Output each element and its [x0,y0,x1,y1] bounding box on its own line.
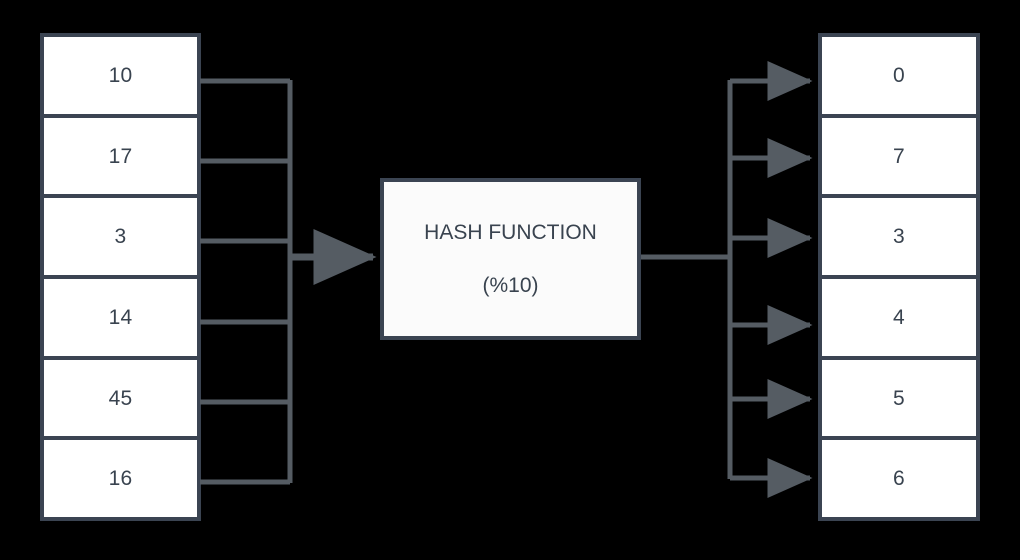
input-key-column: 10 17 3 14 45 16 [40,33,201,522]
input-cell-value: 16 [108,467,133,491]
input-cell-value: 17 [108,144,133,168]
input-cell-value: 14 [108,305,133,329]
input-cell[interactable]: 10 [40,33,201,114]
input-cell-value: 45 [108,386,133,410]
output-bucket-column: 0 7 3 4 5 6 [818,33,980,522]
output-cell[interactable]: 7 [818,113,980,195]
hash-function-formula: (%10) [482,274,539,297]
output-arrows [730,61,813,498]
input-cell[interactable]: 14 [40,275,201,356]
input-cell[interactable]: 45 [40,355,201,437]
output-cell[interactable]: 5 [818,355,980,437]
output-cell-value: 5 [893,386,905,410]
input-cell[interactable]: 3 [40,194,201,276]
output-cell[interactable]: 6 [818,436,980,522]
output-cell[interactable]: 4 [818,275,980,356]
output-cell[interactable]: 3 [818,194,980,276]
output-cell-value: 7 [893,144,905,168]
input-cell-value: 3 [114,225,127,249]
input-cell-value: 10 [108,63,133,87]
output-cell[interactable]: 0 [818,33,980,114]
output-cell-value: 6 [893,467,905,491]
hash-function-title: HASH FUNCTION [424,221,597,244]
input-cell[interactable]: 17 [40,113,201,195]
output-cell-value: 0 [893,63,905,87]
output-cell-value: 4 [893,305,905,329]
output-cell-value: 3 [893,225,905,249]
input-cell[interactable]: 16 [40,436,201,522]
hash-function-box[interactable]: HASH FUNCTION (%10) [380,178,641,340]
input-merge-bracket [200,78,293,485]
